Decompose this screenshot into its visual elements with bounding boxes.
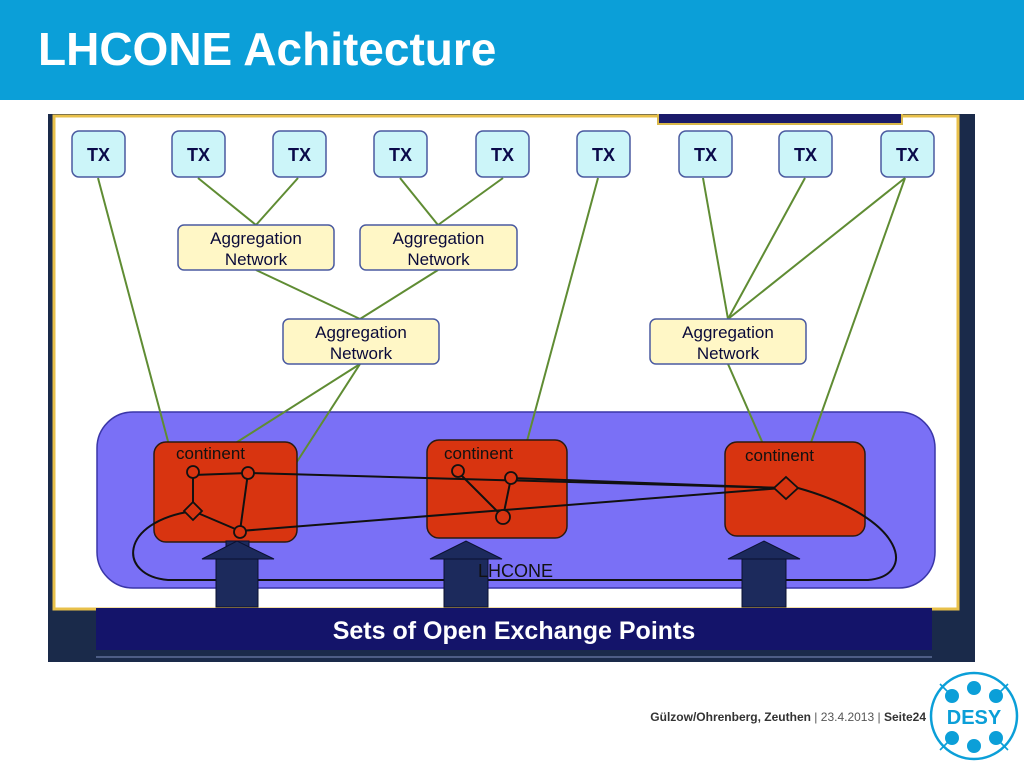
- aggregation-label-line2: Network: [225, 250, 288, 269]
- tx-box-8: TX: [778, 130, 833, 178]
- tx-box-9: TX: [880, 130, 935, 178]
- lhcone-label: LHCONE: [478, 561, 553, 581]
- aggregation-boxes: Aggregation Network Aggregation Network …: [177, 224, 807, 365]
- aggregation-label-line1: Aggregation: [393, 229, 485, 248]
- slide-header: LHCONE Achitecture: [0, 0, 1024, 100]
- aggregation-box-2: Aggregation Network: [359, 224, 518, 271]
- banner-box: [96, 608, 932, 650]
- footer-page-label: Seite: [883, 710, 913, 724]
- tx-box-6: TX: [576, 130, 631, 178]
- tx-label: TX: [187, 145, 210, 165]
- tx-label: TX: [794, 145, 817, 165]
- aggregation-label-line1: Aggregation: [315, 323, 407, 342]
- aggregation-label-line2: Network: [697, 344, 760, 363]
- hidden-header-label: [657, 114, 903, 125]
- tx-label: TX: [389, 145, 412, 165]
- continent-label-2: continent: [444, 444, 513, 463]
- aggregation-label-line1: Aggregation: [682, 323, 774, 342]
- tx-box-5: TX: [475, 130, 530, 178]
- tx-label: TX: [592, 145, 615, 165]
- lhcone-architecture-diagram: TX TX TX TX TX TX TX TX TX Aggregation N…: [48, 114, 975, 662]
- aggregation-label-line2: Network: [407, 250, 470, 269]
- continent-label-3: continent: [745, 446, 814, 465]
- tx-box-1: TX: [71, 130, 126, 178]
- footer-page-number: 24: [912, 710, 926, 724]
- slide-title: LHCONE Achitecture: [38, 23, 497, 75]
- footer-authors: Gülzow/Ohrenberg, Zeuthen: [650, 710, 811, 724]
- logo-text: DESY: [947, 707, 1002, 729]
- aggregation-box-3: Aggregation Network: [282, 318, 440, 365]
- tx-label: TX: [288, 145, 311, 165]
- tx-box-4: TX: [373, 130, 428, 178]
- aggregation-label-line2: Network: [330, 344, 393, 363]
- backbone-links: [132, 471, 897, 581]
- tx-box-2: TX: [171, 130, 226, 178]
- banner-text: Sets of Open Exchange Points: [333, 617, 696, 645]
- aggregation-box-1: Aggregation Network: [177, 224, 335, 271]
- aggregation-box-4: Aggregation Network: [649, 318, 807, 365]
- tx-box-3: TX: [272, 130, 327, 178]
- green-links: [97, 177, 906, 510]
- network-nodes: [182, 464, 800, 539]
- desy-logo: DESY: [928, 670, 1020, 767]
- aggregation-label-line1: Aggregation: [210, 229, 302, 248]
- footer-date: 23.4.2013: [820, 710, 875, 724]
- tx-boxes: TX TX TX TX TX TX TX TX TX: [71, 130, 935, 178]
- tx-label: TX: [694, 145, 717, 165]
- slide-footer: Gülzow/Ohrenberg, Zeuthen | 23.4.2013 | …: [650, 710, 926, 724]
- tx-box-7: TX: [678, 130, 733, 178]
- exchange-arrows: [201, 540, 801, 608]
- continent-label-1: continent: [176, 444, 245, 463]
- tx-label: TX: [87, 145, 110, 165]
- tx-label: TX: [491, 145, 514, 165]
- tx-label: TX: [896, 145, 919, 165]
